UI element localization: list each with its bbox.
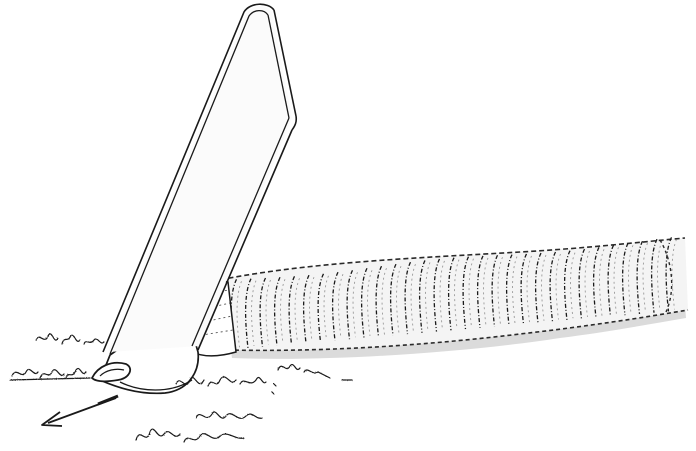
arrow-shaft-bold bbox=[98, 396, 118, 404]
ribbed-hose bbox=[205, 237, 688, 359]
hose-body bbox=[205, 238, 688, 350]
nozzle-lip bbox=[92, 363, 130, 382]
annotation-scribble-2 bbox=[12, 368, 86, 378]
annotation-scribble-2b bbox=[10, 378, 90, 380]
direction-arrow bbox=[42, 396, 118, 426]
annotation-scribble-4 bbox=[272, 364, 352, 394]
annotation-scribble-5 bbox=[196, 412, 262, 418]
frame-bend bbox=[292, 116, 296, 130]
annotation-scribble-6 bbox=[136, 429, 244, 442]
annotation-scribble-1 bbox=[36, 334, 104, 344]
